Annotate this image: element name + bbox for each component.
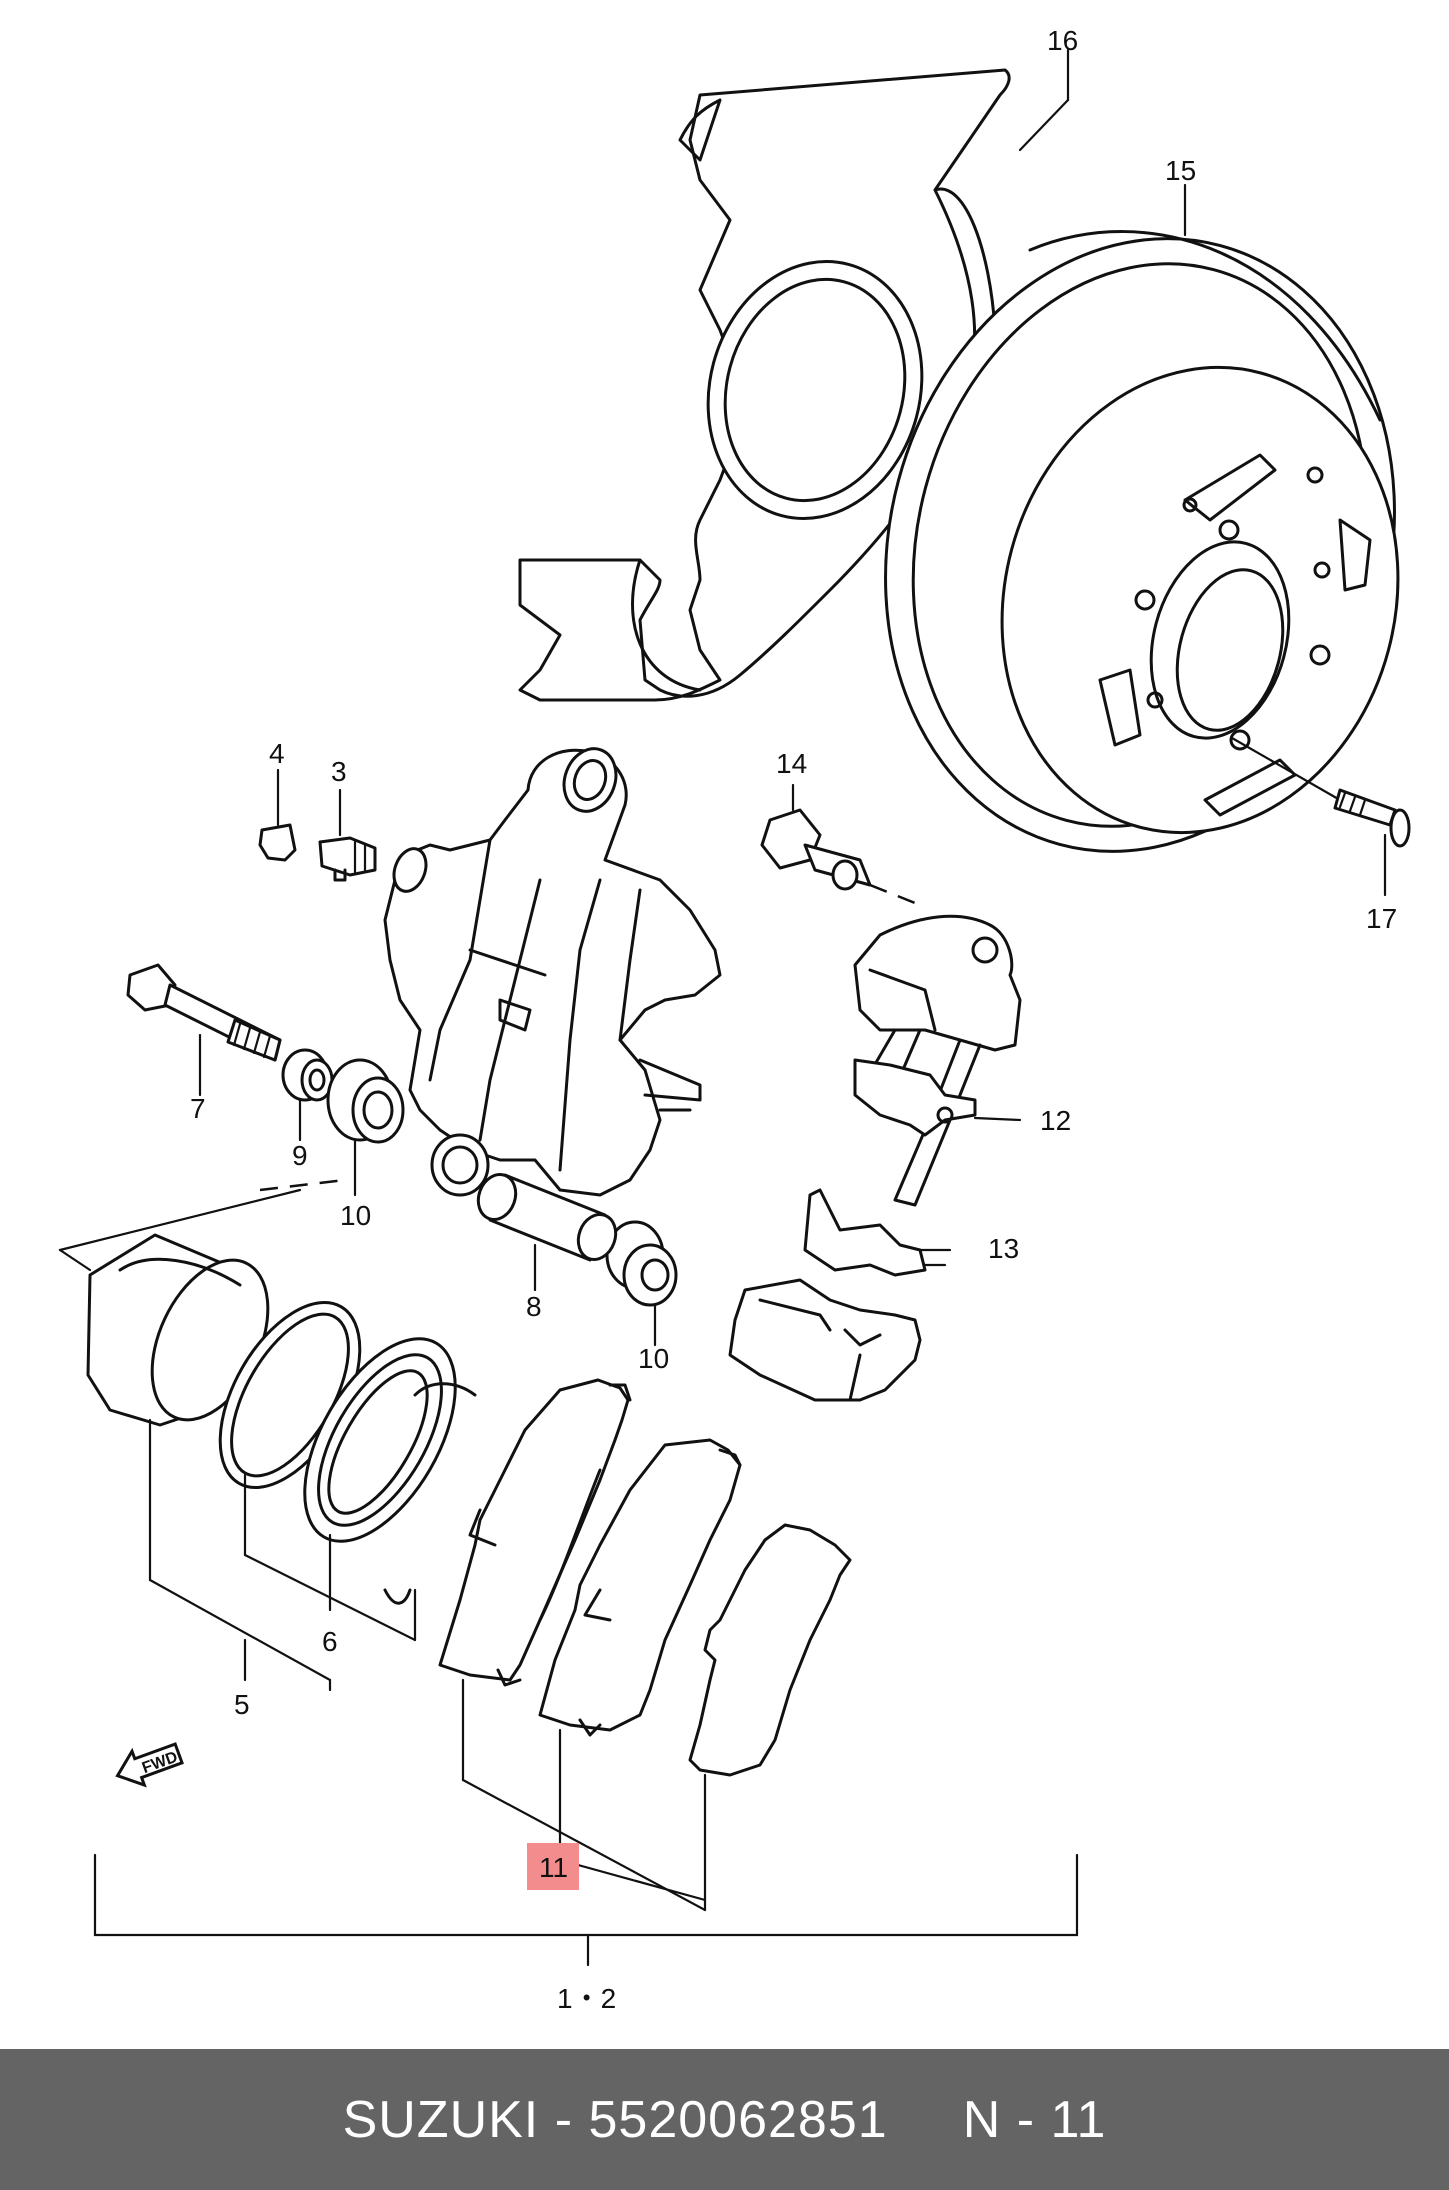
assembly-bracket-1-2 (93, 1853, 1079, 1967)
page-reference: N - 11 (962, 2090, 1107, 2149)
fwd-arrow-icon: FWD (115, 1742, 184, 1788)
boot-part-10-upper (326, 1058, 405, 1197)
group-bracket-5-6 (148, 1553, 417, 1692)
bleeder-cap-part-4 (258, 768, 297, 862)
brake-disc-part-15 (884, 230, 1400, 853)
axis-line (58, 1248, 92, 1272)
callout-14: 14 (776, 748, 807, 779)
axis-line (259, 1178, 346, 1192)
callouts: 16 15 4 3 14 17 12 7 9 10 13 8 10 6 5 11… (190, 25, 1397, 2014)
callout-6: 6 (322, 1626, 338, 1657)
part-number-banner: SUZUKI - 5520062851 N - 11 (0, 2049, 1449, 2190)
brake-pad-inner (538, 1438, 742, 1862)
bracket-bolt-part-14 (760, 808, 921, 907)
highlight-part-11 (527, 1843, 579, 1890)
callout-10-lower: 10 (638, 1343, 669, 1374)
guide-bolt-part-7 (126, 963, 282, 1097)
dust-shield-part-16 (518, 68, 1011, 702)
callout-12: 12 (1040, 1105, 1071, 1136)
callout-5: 5 (234, 1689, 250, 1720)
callout-1-2: 1・2 (557, 1983, 616, 2014)
bleeder-screw-part-3 (318, 788, 377, 882)
callout-3: 3 (331, 756, 347, 787)
fwd-label: FWD (140, 1749, 180, 1777)
callout-17: 17 (1366, 903, 1397, 934)
axis-line (58, 1188, 302, 1252)
bushing-part-9 (281, 1048, 334, 1142)
leader-lines (791, 48, 1187, 812)
disc-screw-part-17 (1230, 736, 1411, 897)
sleeve-part-8 (476, 1173, 618, 1292)
callout-11: 11 (539, 1852, 568, 1883)
exploded-brake-diagram: FWD 16 15 4 3 14 17 12 7 9 10 13 8 10 6 … (58, 25, 1411, 2014)
pad-clip-part-12 (853, 1058, 1022, 1137)
brand-name: SUZUKI (342, 2090, 540, 2149)
callout-10-upper: 10 (340, 1200, 371, 1231)
pad-shim (688, 1523, 852, 1912)
caliper-body (383, 747, 722, 1197)
group-bracket-11 (461, 1778, 707, 1912)
callout-7: 7 (190, 1093, 206, 1124)
callout-8: 8 (526, 1291, 542, 1322)
part-number: 5520062851 (588, 2090, 888, 2149)
callout-15: 15 (1165, 155, 1196, 186)
caliper-bracket (853, 914, 1022, 1207)
piston-boot-part-6 (303, 1337, 477, 1642)
boot-part-10-lower (605, 1220, 678, 1347)
callout-16: 16 (1047, 25, 1078, 56)
callout-9: 9 (292, 1140, 308, 1171)
banner-text: SUZUKI - 5520062851 N - 11 (343, 2090, 1107, 2150)
callout-13: 13 (988, 1233, 1019, 1264)
brake-pad-outer (438, 1378, 632, 1782)
callout-4: 4 (269, 738, 285, 769)
pad-clip-part-13 (803, 1188, 952, 1277)
separator: - (554, 2090, 574, 2149)
caliper-bracket-lower (728, 1278, 922, 1402)
